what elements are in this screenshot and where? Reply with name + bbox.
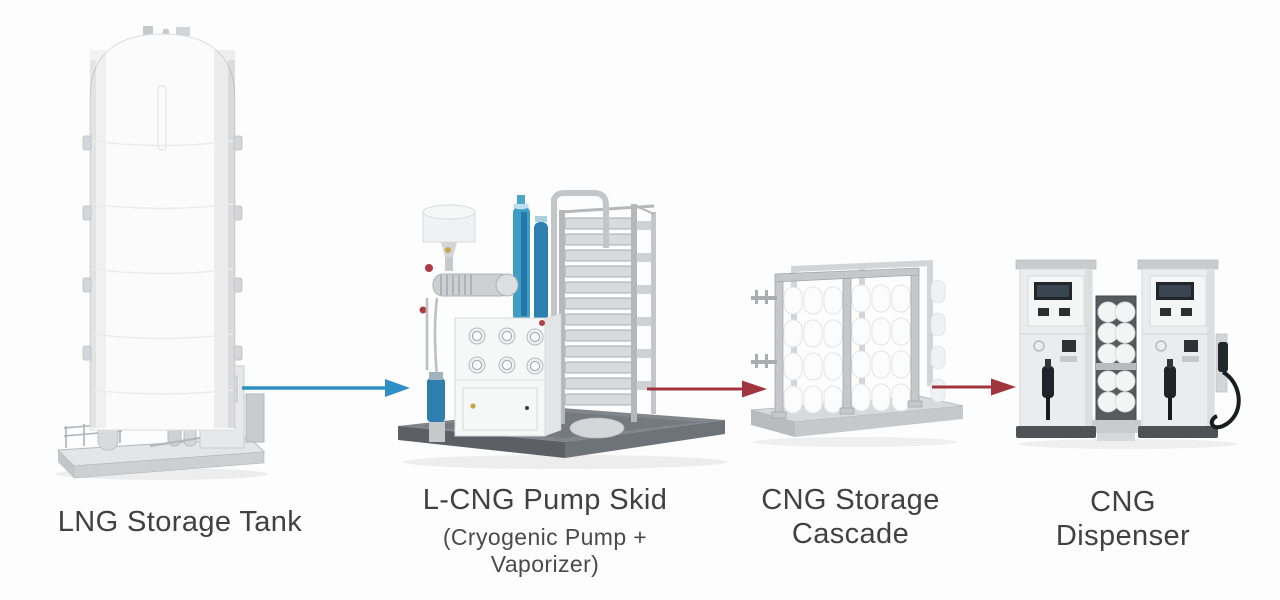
flow-arrow-pump-to-cascade <box>647 380 767 398</box>
keypad <box>1184 340 1198 352</box>
dispenser-cylinder-rack <box>1091 295 1141 441</box>
cascade-shadow <box>753 437 957 447</box>
cascade-cylinders <box>783 279 946 414</box>
dispenser-unit-left <box>1015 259 1097 438</box>
stage-label: CNG Storage Cascade <box>761 484 940 551</box>
stage-label: L-CNG Pump Skid <box>422 484 668 516</box>
skid-top-piping <box>551 190 609 320</box>
fuel-nozzle <box>1164 366 1176 398</box>
stage-sublabel: (Cryogenic Pump + Vaporizer) <box>442 524 648 578</box>
dispenser-shadow <box>1018 439 1238 449</box>
vaporizer <box>559 204 656 439</box>
cng-dispenser-image <box>1015 259 1241 449</box>
cng-storage-cascade-image <box>750 260 964 447</box>
cascade-front-frame <box>771 267 923 419</box>
pump-motor-assembly <box>419 204 519 442</box>
control-cabinet <box>454 313 562 437</box>
arrow-head <box>991 378 1016 396</box>
arrow-head <box>385 379 410 397</box>
gauge-panel <box>468 320 545 375</box>
label-cng-storage-cascade: CNG Storage Cascade <box>758 483 943 551</box>
label-lng-storage-tank: LNG Storage Tank <box>30 505 330 539</box>
dispenser-unit-right <box>1137 259 1241 438</box>
side-fuel-nozzle <box>1218 342 1228 372</box>
arrow-head <box>742 380 767 398</box>
card-reader <box>1155 340 1167 352</box>
side-fuel-hose <box>1209 370 1241 430</box>
label-cng-dispenser: CNG Dispenser <box>1023 485 1223 553</box>
skid-shadow <box>403 455 727 469</box>
fuel-nozzle <box>1042 366 1054 398</box>
tank-vessel <box>82 26 243 431</box>
stage-label: CNG Dispenser <box>1055 486 1191 553</box>
cascade-valves <box>751 290 777 368</box>
stage-label: LNG Storage Tank <box>57 506 303 538</box>
cryogenic-pump-columns <box>513 195 548 322</box>
lng-storage-tank-image <box>56 26 268 480</box>
label-lcng-pump-skid: L-CNG Pump Skid (Cryogenic Pump + Vapori… <box>395 483 695 578</box>
card-reader <box>1033 340 1045 352</box>
keypad <box>1062 340 1076 352</box>
flow-arrow-lng-to-pump <box>242 379 410 397</box>
flow-arrow-cascade-to-dispenser <box>932 378 1016 396</box>
lcng-pump-skid-image <box>398 190 727 469</box>
